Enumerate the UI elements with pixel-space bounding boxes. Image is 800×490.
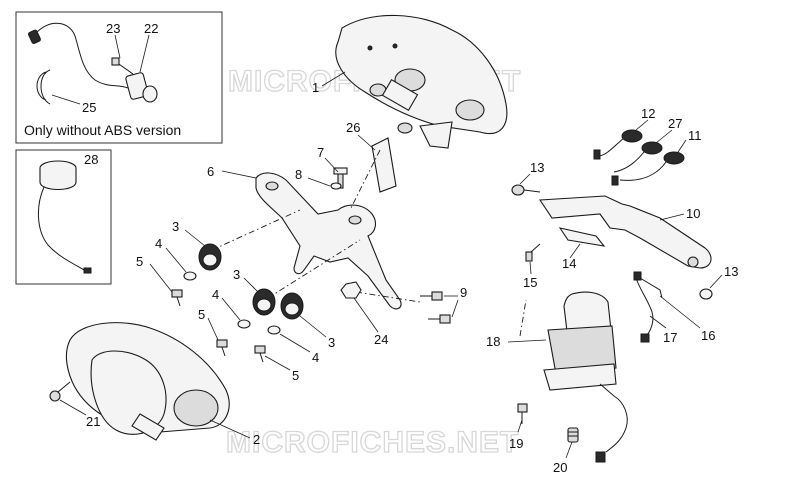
grommet-3-right [280, 292, 304, 320]
mount-bracket-10 [539, 195, 712, 269]
callout-11: 11 [688, 128, 702, 143]
sensor-bolt [111, 57, 120, 66]
callout-13-left: 13 [530, 160, 544, 175]
callout-10: 10 [686, 206, 700, 221]
callout-7: 7 [317, 145, 324, 160]
screw-9-lower [428, 314, 451, 324]
callout-20: 20 [553, 460, 567, 475]
abs-note: Only without ABS version [24, 122, 181, 138]
callout-26: 26 [346, 120, 360, 135]
callout-25: 25 [82, 100, 96, 115]
screw-21 [49, 381, 71, 402]
screw-15 [525, 243, 541, 262]
callout-9: 9 [460, 285, 467, 300]
callout-3-mid: 3 [233, 267, 240, 282]
screw-5-right [254, 345, 266, 363]
bulb-inset-box: 28 [15, 149, 112, 285]
callout-23: 23 [106, 21, 120, 36]
screw-5-top [171, 289, 183, 307]
callout-4-mid: 4 [212, 287, 219, 302]
grommet-3-mid [252, 288, 276, 316]
callout-12: 12 [641, 106, 655, 121]
screw-20 [567, 427, 579, 443]
sensor-connector [27, 29, 41, 44]
callout-24: 24 [374, 332, 388, 347]
callout-13-right: 13 [724, 264, 738, 279]
callout-2: 2 [253, 432, 260, 447]
callout-6: 6 [207, 164, 214, 179]
grommet-3-top [198, 243, 222, 271]
callout-8: 8 [295, 167, 302, 182]
callout-5-mid: 5 [198, 307, 205, 322]
callout-21: 21 [86, 414, 100, 429]
nut-24 [340, 281, 362, 299]
callout-18: 18 [486, 334, 500, 349]
part-28-cap [39, 168, 77, 191]
washer-8 [330, 182, 342, 190]
washer-13-right [699, 288, 713, 300]
sensor-clip [36, 69, 51, 105]
abs-inset-box: 23 22 25 Only without ABS version [15, 11, 223, 144]
instrument-cluster-rear [335, 14, 508, 149]
callout-4-top: 4 [155, 236, 162, 251]
callout-16: 16 [701, 328, 715, 343]
lamp-socket-11 [611, 151, 685, 186]
callout-4-right: 4 [312, 350, 319, 365]
bracket-14 [558, 227, 606, 247]
callout-1: 1 [312, 80, 319, 95]
support-bracket-6 [255, 172, 402, 310]
callout-5-right: 5 [292, 368, 299, 383]
callout-5-top: 5 [136, 254, 143, 269]
lamp-socket-12 [593, 129, 643, 160]
callout-14: 14 [562, 256, 576, 271]
screw-5-mid [216, 339, 228, 357]
callout-22: 22 [144, 21, 158, 36]
lamp-socket-27 [613, 141, 663, 173]
instrument-cluster-front [65, 322, 230, 441]
part-28-terminal [83, 267, 92, 274]
cable-16 [633, 271, 663, 343]
callout-27: 27 [668, 116, 682, 131]
watermark-bottom: MICROFICHES.NET [226, 426, 519, 459]
screw-9-upper [420, 291, 443, 301]
bracket-26 [371, 137, 397, 193]
horn-18 [543, 291, 628, 463]
washer-4-right [267, 325, 281, 335]
washer-4-top [183, 271, 197, 281]
sensor-tip [142, 85, 158, 103]
callout-17: 17 [663, 330, 677, 345]
washer-4-mid [237, 319, 251, 329]
callout-3-top: 3 [172, 219, 179, 234]
callout-3-right: 3 [328, 335, 335, 350]
callout-19: 19 [509, 436, 523, 451]
callout-15: 15 [523, 275, 537, 290]
callout-28: 28 [84, 152, 98, 167]
screw-19 [517, 403, 528, 424]
bolt-13-left [511, 184, 541, 196]
